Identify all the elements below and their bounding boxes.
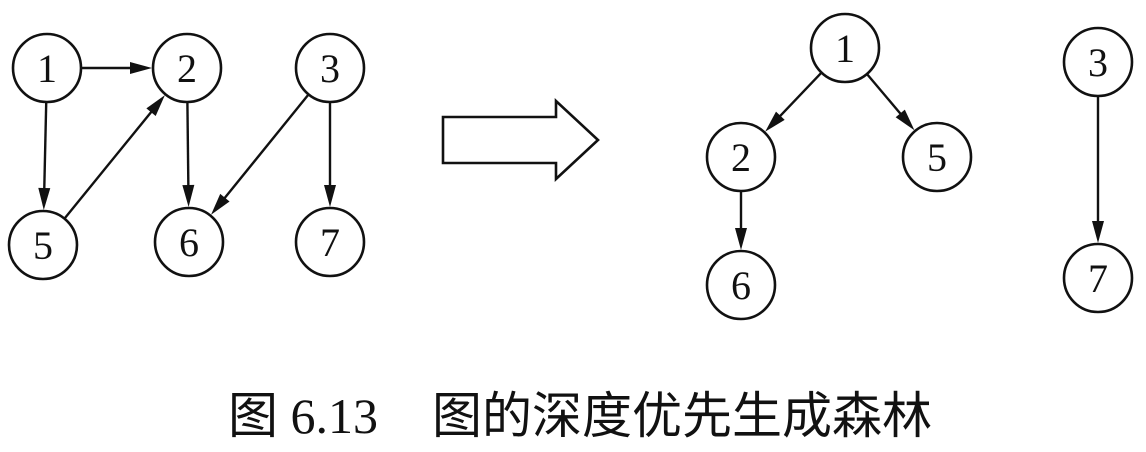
arrowhead-icon <box>38 187 51 211</box>
arrowhead-icon <box>895 109 915 131</box>
transform-arrow-icon <box>441 98 600 182</box>
node-label: 6 <box>179 220 199 265</box>
forest-node-2: 2 <box>705 121 777 193</box>
forest-node-5: 5 <box>901 121 973 193</box>
node-label: 7 <box>320 220 340 265</box>
edge-line <box>63 108 155 220</box>
node-circle <box>7 209 79 281</box>
node-circle <box>294 206 366 278</box>
edge-line <box>186 101 190 190</box>
graph-edge-5-2 <box>63 95 165 220</box>
forest-edge-1-2 <box>765 71 823 132</box>
edge-line <box>776 71 823 120</box>
arrowhead-icon <box>324 185 336 207</box>
node-circle <box>705 249 777 321</box>
forest-node-7: 7 <box>1062 242 1134 314</box>
forest-edge-1-5 <box>866 73 915 131</box>
node-circle <box>11 32 83 104</box>
forest-node-6: 6 <box>705 249 777 321</box>
arrowhead-icon <box>130 62 152 74</box>
forest-edge-3-7 <box>1092 96 1104 243</box>
node-circle <box>151 32 223 104</box>
arrowhead-icon <box>735 228 747 250</box>
arrowhead-icon <box>1092 221 1104 243</box>
node-label: 2 <box>731 135 751 180</box>
arrowhead-icon <box>211 193 230 215</box>
forest-node-3: 3 <box>1062 26 1134 98</box>
nodes-layer: 1 2 3 5 6 7 1 2 5 6 3 7 <box>7 12 1134 321</box>
graph-node-5: 5 <box>7 209 79 281</box>
graph-edge-3-7 <box>324 102 336 207</box>
node-circle <box>1062 242 1134 314</box>
node-circle <box>809 12 881 84</box>
graph-node-2: 2 <box>151 32 223 104</box>
graph-edge-3-6 <box>211 93 310 215</box>
graph-edge-2-6 <box>182 101 195 208</box>
figure-title: 图的深度优先生成森林 <box>432 388 932 444</box>
node-label: 2 <box>177 46 197 91</box>
node-circle <box>153 206 225 278</box>
graph-node-1: 1 <box>11 32 83 104</box>
edge-line <box>221 93 310 202</box>
graph-node-3: 3 <box>294 32 366 104</box>
graph-node-7: 7 <box>294 206 366 278</box>
node-label: 5 <box>927 135 947 180</box>
edges-layer <box>38 62 1104 250</box>
graph-edge-1-2 <box>81 62 152 74</box>
node-circle <box>294 32 366 104</box>
node-label: 5 <box>33 223 53 268</box>
arrowhead-icon <box>765 111 785 132</box>
forest-edge-2-6 <box>735 191 747 250</box>
node-label: 3 <box>320 46 340 91</box>
arrowhead-icon <box>182 184 195 208</box>
graph-node-6: 6 <box>153 206 225 278</box>
node-label: 1 <box>37 46 57 91</box>
arrowhead-icon <box>146 95 165 117</box>
edge-line <box>42 101 48 193</box>
node-label: 6 <box>731 263 751 308</box>
edge-line <box>866 73 904 118</box>
node-label: 3 <box>1088 40 1108 85</box>
node-label: 7 <box>1088 256 1108 301</box>
graph-edge-1-5 <box>38 101 51 211</box>
node-circle <box>901 121 973 193</box>
node-circle <box>705 121 777 193</box>
node-label: 1 <box>835 26 855 71</box>
node-circle <box>1062 26 1134 98</box>
forest-node-1: 1 <box>809 12 881 84</box>
figure-number: 图 6.13 <box>228 388 378 444</box>
